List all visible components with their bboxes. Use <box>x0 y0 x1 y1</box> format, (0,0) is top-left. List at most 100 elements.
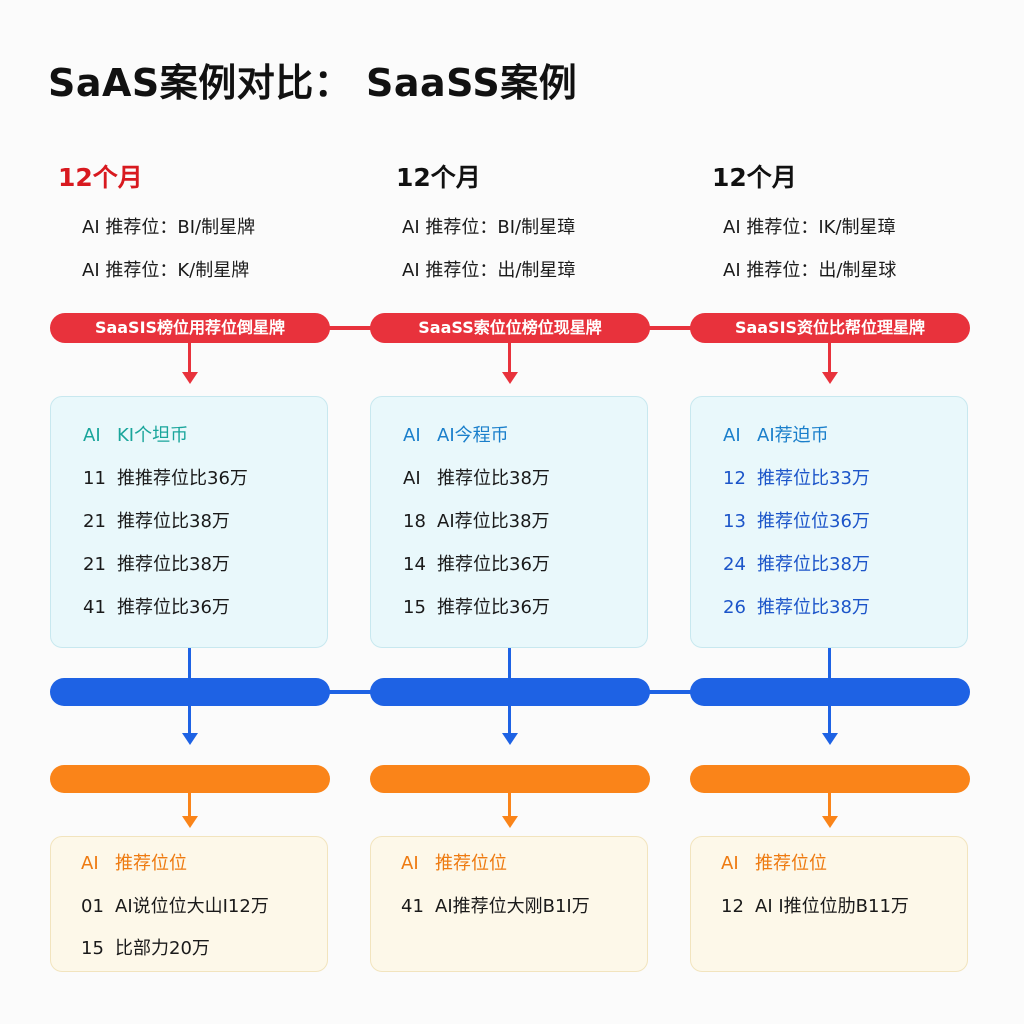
card-heading-tag: AI <box>83 425 101 446</box>
orange-arrow-line <box>508 793 511 817</box>
card-heading-tag: AI <box>723 425 741 446</box>
red-arrow-line <box>188 343 191 373</box>
row-text: 推荐位比38万 <box>757 597 870 618</box>
card-heading-text: KI个坦币 <box>117 425 189 446</box>
row-text: AI I推位位肋B11万 <box>755 896 909 917</box>
result-heading-tag: AI <box>721 853 739 874</box>
row-text: 推荐位比36万 <box>437 597 550 618</box>
card-row: 12 推荐位比33万 <box>723 464 870 490</box>
row-number: 26 <box>723 597 746 618</box>
result-row: 41 AI推荐位大刚B1I万 <box>401 892 590 918</box>
result-heading-text: 推荐位位 <box>755 853 827 874</box>
card-row: 15 推荐位比36万 <box>403 593 550 619</box>
row-text: 推荐位位36万 <box>757 511 870 532</box>
red-arrow-line <box>508 343 511 373</box>
meta-line: AI 推荐位：BI/制星璋 <box>402 217 576 238</box>
column-2: 12个月 AI 推荐位：BI/制星璋 AI 推荐位：出/制星璋 SaaSS索位位… <box>370 0 650 1024</box>
card-heading-text: AI今程币 <box>437 425 509 446</box>
result-row: 12 AI I推位位肋B11万 <box>721 892 909 918</box>
row-number: 21 <box>83 511 106 532</box>
row-text: 推荐位比33万 <box>757 468 870 489</box>
row-number: 18 <box>403 511 426 532</box>
row-number: 15 <box>81 938 104 959</box>
meta-line: AI 推荐位：K/制星牌 <box>82 260 250 281</box>
column-1: 12个月 AI 推荐位：BI/制星牌 AI 推荐位：K/制星牌 SaaSIS榜位… <box>50 0 330 1024</box>
meta-line: AI 推荐位：IK/制星璋 <box>723 217 896 238</box>
card-row: 11 推推荐位比36万 <box>83 464 248 490</box>
result-heading-tag: AI <box>401 853 419 874</box>
row-number: 12 <box>723 468 746 489</box>
orange-arrow-line <box>188 793 191 817</box>
red-arrow-head <box>182 372 198 384</box>
red-stage-bar: SaaSS索位位榜位现星牌 <box>370 313 650 343</box>
row-text: 比部力20万 <box>115 938 210 959</box>
blue-stage-bar <box>690 678 970 706</box>
row-number: 24 <box>723 554 746 575</box>
row-number: AI <box>403 468 421 489</box>
page-title: SaAS案例对比： SaaSS案例 <box>48 61 578 105</box>
row-number: 41 <box>401 896 424 917</box>
row-text: 推荐位比38万 <box>437 468 550 489</box>
red-arrow-head <box>822 372 838 384</box>
row-number: 41 <box>83 597 106 618</box>
row-number: 11 <box>83 468 106 489</box>
row-text: AI推荐位大刚B1I万 <box>435 896 590 917</box>
result-heading-tag: AI <box>81 853 99 874</box>
blue-stage-bar <box>50 678 330 706</box>
orange-stage-bar <box>50 765 330 793</box>
meta-line: AI 推荐位：出/制星球 <box>723 260 897 281</box>
row-text: AI荐位比38万 <box>437 511 550 532</box>
orange-arrow-line <box>828 793 831 817</box>
red-stage-bar: SaaSIS资位比帮位理星牌 <box>690 313 970 343</box>
card-row: 41 推荐位比36万 <box>83 593 230 619</box>
meta-line: AI 推荐位：BI/制星牌 <box>82 217 256 238</box>
card-row: AI 推荐位比38万 <box>403 464 550 490</box>
result-card: AI 推荐位位 12 AI I推位位肋B11万 <box>690 836 968 972</box>
row-number: 15 <box>403 597 426 618</box>
red-arrow-line <box>828 343 831 373</box>
row-text: 推推荐位比36万 <box>117 468 248 489</box>
red-connector <box>328 326 372 330</box>
red-stage-bar: SaaSIS榜位用荐位倒星牌 <box>50 313 330 343</box>
blue-connector <box>648 690 692 694</box>
row-number: 21 <box>83 554 106 575</box>
result-heading: AI 推荐位位 <box>721 849 827 875</box>
result-row: 15 比部力20万 <box>81 934 210 960</box>
row-number: 14 <box>403 554 426 575</box>
row-text: 推荐位比38万 <box>117 554 230 575</box>
card-heading: AI AI荐迫币 <box>723 421 829 447</box>
result-heading-text: 推荐位位 <box>115 853 187 874</box>
orange-arrow-head <box>502 816 518 828</box>
row-text: 推荐位比36万 <box>117 597 230 618</box>
blue-arrow-head <box>822 733 838 745</box>
orange-stage-bar <box>370 765 650 793</box>
period-label: 12个月 <box>712 163 797 192</box>
row-text: AI说位位大山I12万 <box>115 896 269 917</box>
card-row: 18 AI荐位比38万 <box>403 507 550 533</box>
orange-arrow-head <box>822 816 838 828</box>
blue-arrow-head <box>502 733 518 745</box>
period-label: 12个月 <box>396 163 481 192</box>
card-heading-text: AI荐迫币 <box>757 425 829 446</box>
orange-stage-bar <box>690 765 970 793</box>
orange-arrow-head <box>182 816 198 828</box>
period-label: 12个月 <box>58 163 143 192</box>
blue-arrow-head <box>182 733 198 745</box>
card-row: 21 推荐位比38万 <box>83 550 230 576</box>
blue-connector <box>328 690 372 694</box>
result-heading: AI 推荐位位 <box>81 849 187 875</box>
row-number: 12 <box>721 896 744 917</box>
column-3: 12个月 AI 推荐位：IK/制星璋 AI 推荐位：出/制星球 SaaSIS资位… <box>690 0 970 1024</box>
meta-line: AI 推荐位：出/制星璋 <box>402 260 576 281</box>
